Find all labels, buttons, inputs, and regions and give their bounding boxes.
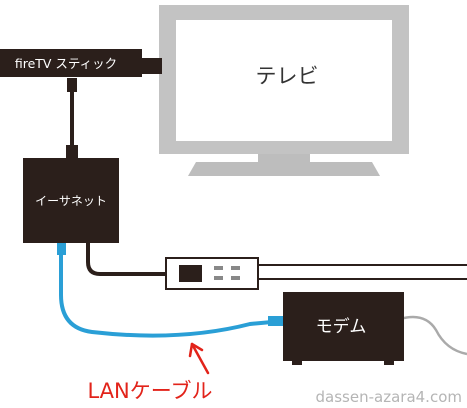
modem-label: モデム: [316, 316, 367, 337]
power-strip-body: [165, 257, 259, 290]
modem-foot-left: [292, 360, 302, 365]
tv: テレビ: [159, 5, 409, 176]
tv-stand-base: [188, 162, 380, 176]
watermark-text: dassen-azara4.com: [316, 388, 462, 406]
ethernet-adapter: イーサネット: [23, 158, 119, 243]
firetv-stick: fireTV スティック: [0, 49, 162, 77]
annotation-arrow-shaft: [190, 342, 210, 375]
outlet-slot: [231, 276, 240, 280]
lan-cable-annotation: LANケーブル: [88, 342, 213, 403]
lan-cable: [57, 243, 284, 338]
lan-cable-line: [59, 255, 273, 338]
lan-cable-label: LANケーブル: [88, 379, 213, 403]
usb-cable: [70, 92, 74, 146]
ethernet-adapter-label: イーサネット: [35, 194, 107, 208]
outlet-slot: [231, 266, 240, 270]
lan-plug-modem: [268, 316, 284, 326]
outlet-slot: [214, 276, 223, 280]
modem-foot-right: [384, 360, 394, 365]
annotation-arrow-head-icon: [188, 342, 204, 358]
ethernet-adapter-body: [23, 158, 119, 243]
modem-cable: [399, 315, 467, 356]
modem: モデム: [283, 292, 404, 365]
power-strip: [165, 257, 467, 290]
adapter-connector: [66, 145, 78, 159]
power-cable: [86, 243, 182, 276]
tv-label: テレビ: [256, 64, 319, 88]
stick-connector: [67, 78, 77, 92]
power-plug: [179, 265, 202, 282]
tv-screen: [176, 20, 392, 141]
stick-to-adapter-cable: [66, 78, 78, 159]
firetv-stick-label: fireTV スティック: [15, 56, 117, 71]
outlet-slot: [214, 266, 223, 270]
modem-body: [283, 292, 404, 361]
stick-body: [0, 49, 142, 77]
stick-hdmi-plug: [140, 58, 162, 74]
lan-plug-adapter: [57, 243, 66, 255]
